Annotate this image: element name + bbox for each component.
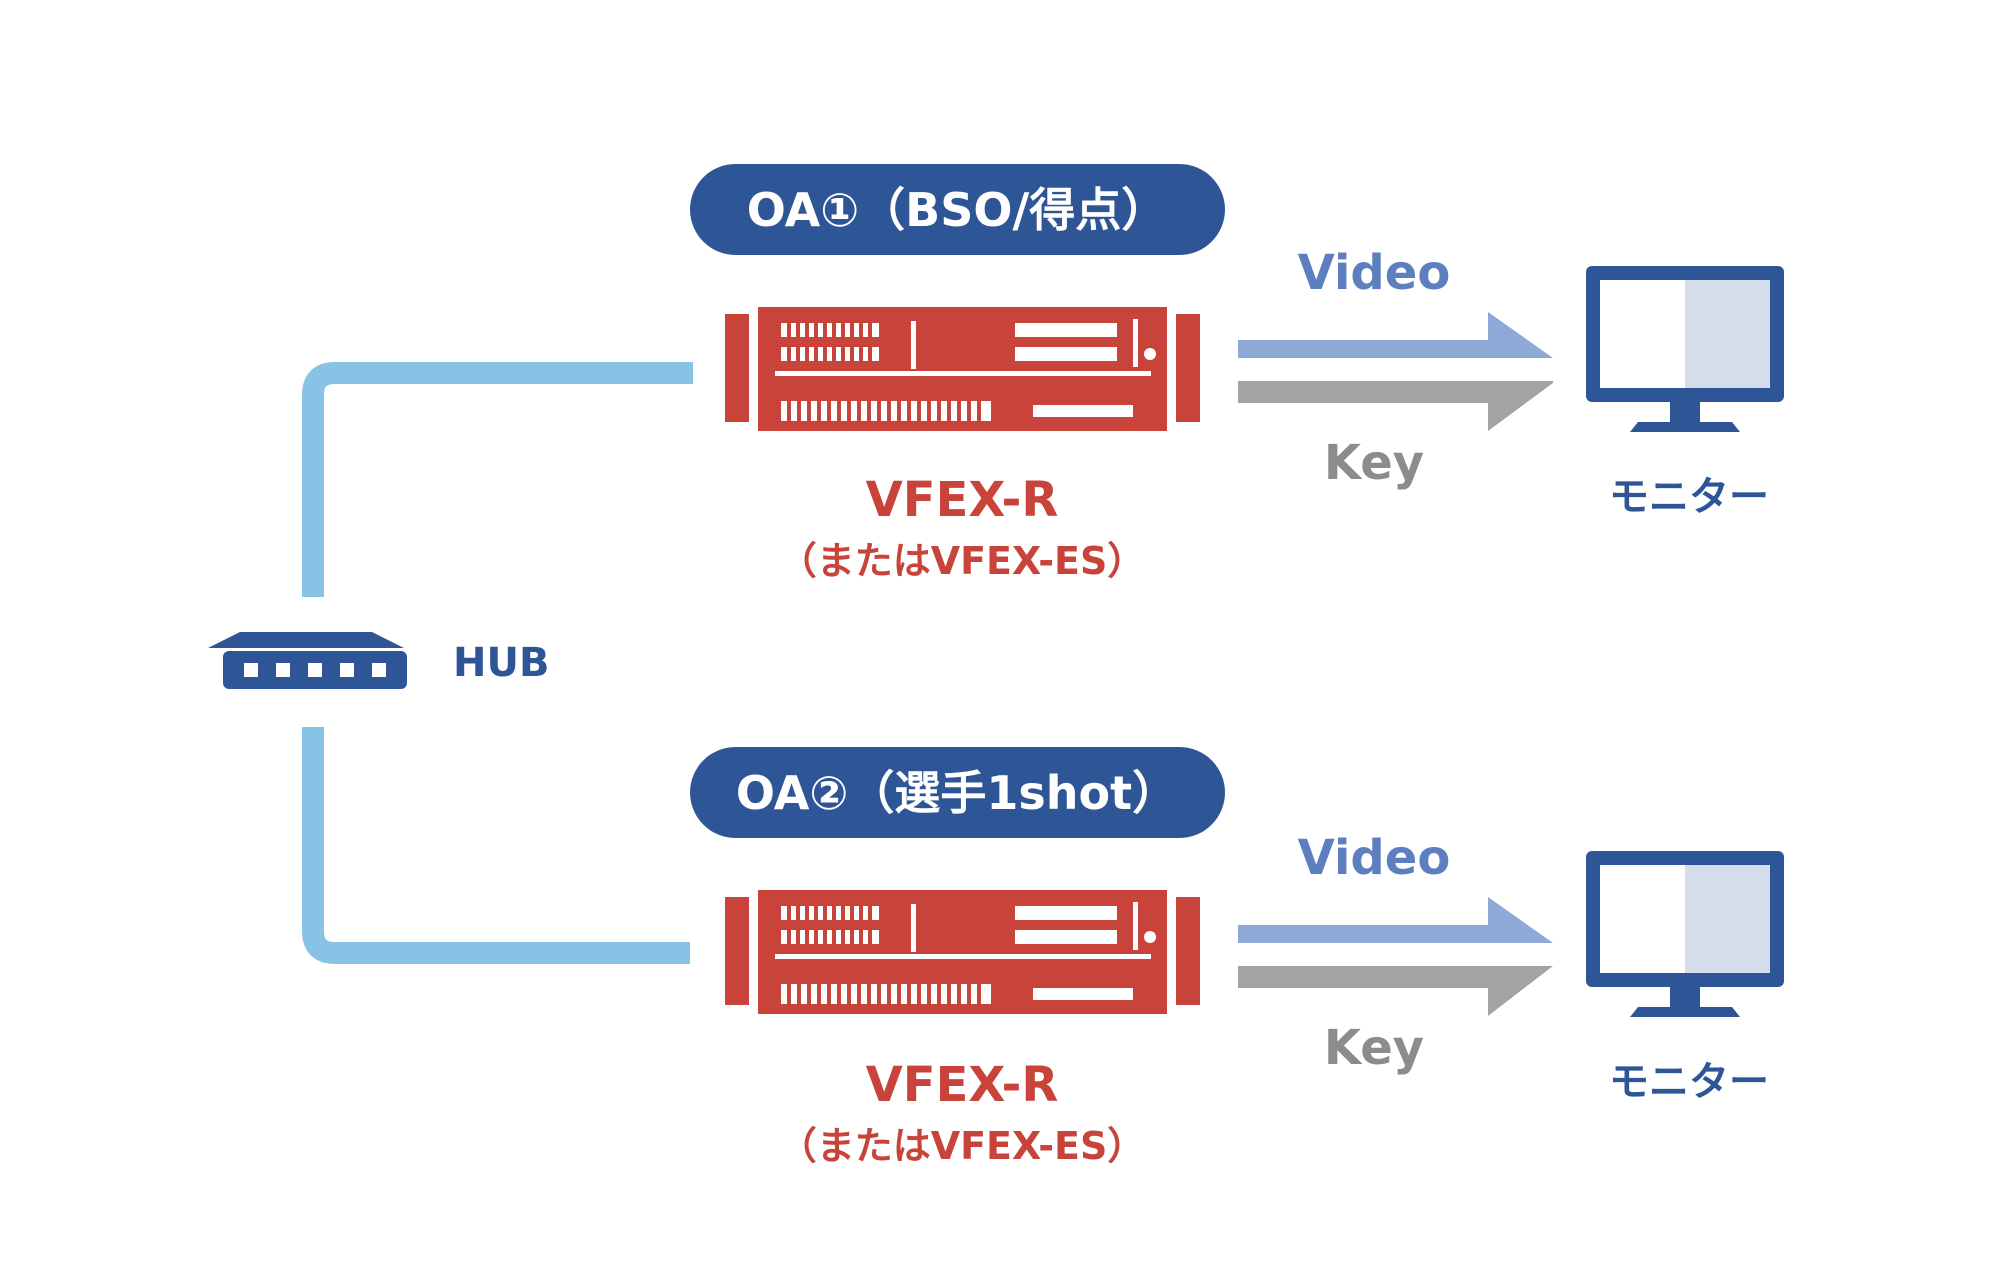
monitor-icon [1586, 851, 1784, 1017]
video-arrow-2 [1238, 897, 1553, 943]
monitor-icon [1586, 266, 1784, 432]
monitor-label-1: モニター [1609, 474, 1769, 520]
oa2-badge-label: OA②（選手1shot） [736, 766, 1178, 820]
device-name-1: VFEX-R [866, 472, 1059, 528]
network-hub-icon [208, 632, 407, 689]
key-arrow-1-body [1238, 381, 1553, 431]
vfex-r-device-icon [725, 890, 1200, 1014]
hub-label: HUB [453, 640, 549, 686]
channel-1: OA①（BSO/得点） [690, 164, 1784, 583]
channel-2: OA②（選手1shot） [690, 747, 1784, 1168]
key-arrow-2 [1238, 966, 1553, 1016]
cable-upper [302, 362, 693, 597]
device-alt-1: （またはVFEX-ES） [779, 539, 1146, 583]
vfex-r-device-icon [725, 307, 1200, 431]
video-arrow-1 [1238, 312, 1553, 358]
device-alt-2: （またはVFEX-ES） [779, 1124, 1146, 1168]
key-label-1: Key [1324, 435, 1424, 491]
monitor-label-2: モニター [1609, 1059, 1769, 1105]
key-label-2: Key [1324, 1020, 1424, 1076]
oa1-badge [690, 164, 1225, 255]
cable-lower [302, 727, 690, 964]
device-name-2: VFEX-R [866, 1057, 1059, 1113]
oa1-badge-label: OA①（BSO/得点） [747, 183, 1168, 237]
oa2-badge [690, 747, 1225, 838]
video-label-2: Video [1298, 830, 1451, 886]
video-label-1: Video [1298, 245, 1451, 301]
